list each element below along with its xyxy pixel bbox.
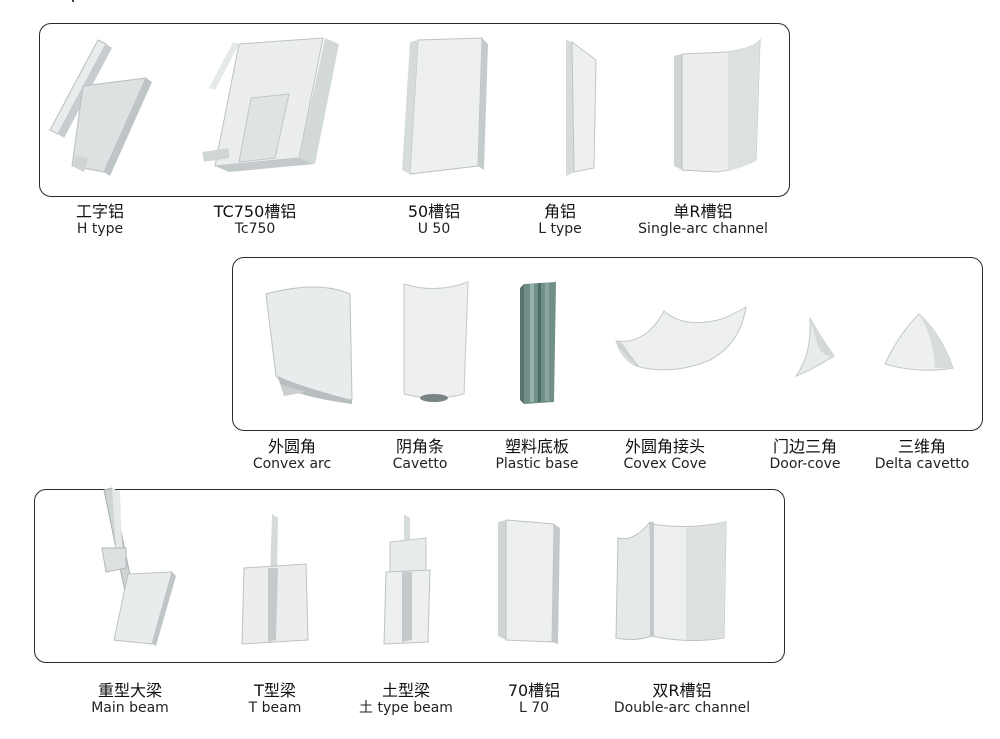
caption-door-cove: 门边三角 Door-cove <box>769 437 841 473</box>
panel-row-2 <box>232 257 983 431</box>
single-arc-channel-profile-image <box>668 38 763 178</box>
caption-u50: 50槽铝 U 50 <box>407 202 461 238</box>
tc750-profile-image <box>202 37 343 178</box>
caption-en: Double-arc channel <box>613 700 751 717</box>
caption-tu-type-beam: 土型梁 土 type beam <box>359 681 453 717</box>
caption-plastic-base: 塑料底板 Plastic base <box>495 437 579 473</box>
caption-double-arc-channel: 双R槽铝 Double-arc channel <box>613 681 751 717</box>
caption-zh: 单R槽铝 <box>673 202 733 221</box>
caption-zh: 外圆角接头 <box>624 437 705 456</box>
caption-zh: 角铝 <box>543 202 576 221</box>
door-cove-profile-image <box>790 316 840 378</box>
double-arc-channel-profile-image <box>612 520 732 645</box>
u50-profile-image <box>400 37 490 178</box>
caption-l-type: 角铝 L type <box>538 202 582 238</box>
caption-en: Covex Cove <box>623 456 707 473</box>
caption-zh: 阴角条 <box>395 437 445 456</box>
caption-tc750: TC750槽铝 Tc750 <box>213 202 297 238</box>
caption-main-beam: 重型大梁 Main beam <box>91 681 169 717</box>
l70-profile-image <box>492 518 562 646</box>
caption-en: Door-cove <box>769 456 841 473</box>
caption-cavetto: 阴角条 Cavetto <box>392 437 448 473</box>
caption-en: Cavetto <box>392 456 448 473</box>
cavetto-profile-image <box>400 280 470 405</box>
caption-zh: 50槽铝 <box>407 202 461 221</box>
plastic-base-profile-image <box>518 280 562 405</box>
caption-zh: 外圆角 <box>267 437 317 456</box>
caption-zh: 70槽铝 <box>507 681 561 700</box>
caption-zh: 三维角 <box>897 437 946 456</box>
caption-convex-arc: 外圆角 Convex arc <box>252 437 332 473</box>
caption-covex-cove: 外圆角接头 Covex Cove <box>623 437 707 473</box>
h-type-profile-image <box>48 38 153 178</box>
caption-en: Single-arc channel <box>638 221 768 238</box>
caption-en: H type <box>76 221 124 238</box>
cropped-edge-mark <box>72 0 74 2</box>
covex-cove-profile-image <box>612 305 750 375</box>
caption-zh: 土型梁 <box>381 681 430 700</box>
caption-en: 土 type beam <box>359 700 453 717</box>
caption-l70: 70槽铝 L 70 <box>507 681 561 717</box>
caption-en: L 70 <box>518 700 550 717</box>
l-type-profile-image <box>558 40 603 180</box>
caption-zh: 门边三角 <box>772 437 838 456</box>
caption-en: Plastic base <box>495 456 579 473</box>
caption-en: U 50 <box>417 221 451 238</box>
t-beam-profile-image <box>238 512 313 647</box>
caption-zh: TC750槽铝 <box>213 202 297 221</box>
convex-arc-profile-image <box>258 280 358 405</box>
caption-zh: 塑料底板 <box>504 437 570 456</box>
caption-delta-cavetto: 三维角 Delta cavetto <box>874 437 970 473</box>
caption-en: Convex arc <box>252 456 332 473</box>
delta-cavetto-profile-image <box>883 312 955 374</box>
caption-en: L type <box>538 221 582 238</box>
caption-t-beam: T型梁 T beam <box>248 681 302 717</box>
caption-zh: T型梁 <box>254 681 296 700</box>
main-beam-profile-image <box>92 487 177 648</box>
caption-en: Main beam <box>91 700 169 717</box>
caption-en: Tc750 <box>234 221 276 238</box>
caption-h-type: 工字铝 H type <box>75 202 125 238</box>
caption-zh: 工字铝 <box>75 202 125 221</box>
caption-en: T beam <box>248 700 302 717</box>
caption-en: Delta cavetto <box>874 456 970 473</box>
caption-single-arc-channel: 单R槽铝 Single-arc channel <box>638 202 768 238</box>
caption-zh: 双R槽铝 <box>652 681 712 700</box>
tu-type-beam-profile-image <box>380 512 435 647</box>
caption-zh: 重型大梁 <box>97 681 162 700</box>
